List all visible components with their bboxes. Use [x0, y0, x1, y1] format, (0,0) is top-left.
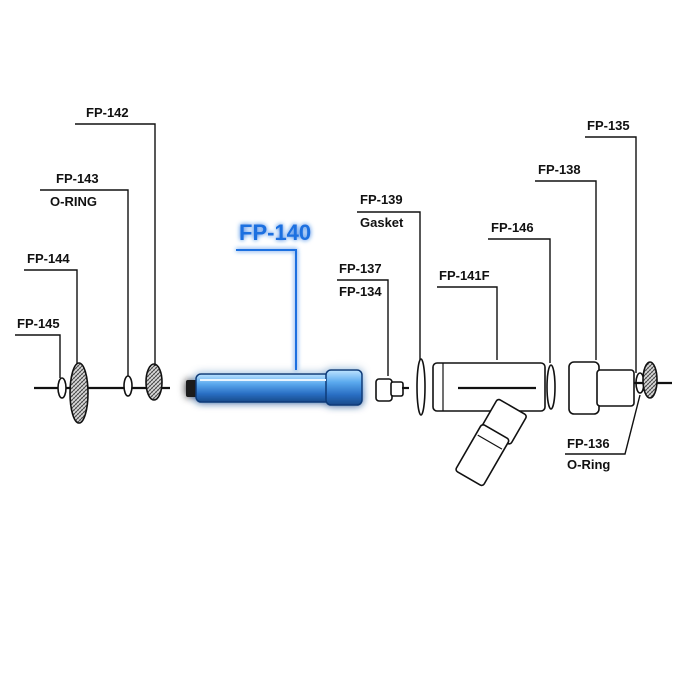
fp136-leader: [565, 394, 641, 455]
label-fp143: FP-143: [56, 171, 99, 186]
label-fp145: FP-145: [17, 316, 60, 331]
fp140-leader: [236, 249, 297, 370]
label-fp137: FP-137: [339, 261, 382, 276]
fp135-leader: [585, 136, 637, 373]
fp144-leader: [24, 269, 78, 364]
fp142-leader: [75, 123, 156, 366]
fp138-nut: [568, 361, 635, 415]
fp146-gasket: [546, 364, 556, 410]
label-fp138: FP-138: [538, 162, 581, 177]
label-oring-left: O-RING: [50, 194, 97, 209]
fp139-gasket: [416, 358, 426, 416]
fp138-leader: [535, 180, 597, 360]
label-fp146: FP-146: [491, 220, 534, 235]
label-oring-right: O-Ring: [567, 457, 610, 472]
label-fp144: FP-144: [27, 251, 70, 266]
fp142-knurled-cap: [145, 363, 163, 401]
label-fp135: FP-135: [587, 118, 630, 133]
fp137-fitting: [375, 378, 409, 402]
label-fp134: FP-134: [339, 284, 382, 299]
fp144-knurled-nut: [69, 362, 89, 424]
label-fp141f: FP-141F: [439, 268, 490, 283]
label-fp136: FP-136: [567, 436, 610, 451]
fp143-leader: [40, 189, 129, 376]
fp141f-tee-body: [432, 362, 546, 487]
fp143-o-ring: [123, 375, 133, 397]
fp139-leader: [357, 211, 421, 360]
label-gasket: Gasket: [360, 215, 404, 230]
label-fp139: FP-139: [360, 192, 403, 207]
fp145-washer: [57, 377, 67, 399]
fp140-tube: [186, 369, 363, 406]
fp137-leader: [337, 279, 389, 376]
fp141f-leader: [437, 286, 498, 360]
label-fp140: FP-140: [239, 220, 311, 245]
fp145-leader: [15, 334, 61, 378]
label-fp142: FP-142: [86, 105, 129, 120]
fp135-knurled-cap: [634, 361, 672, 399]
fp146-leader: [488, 238, 551, 363]
